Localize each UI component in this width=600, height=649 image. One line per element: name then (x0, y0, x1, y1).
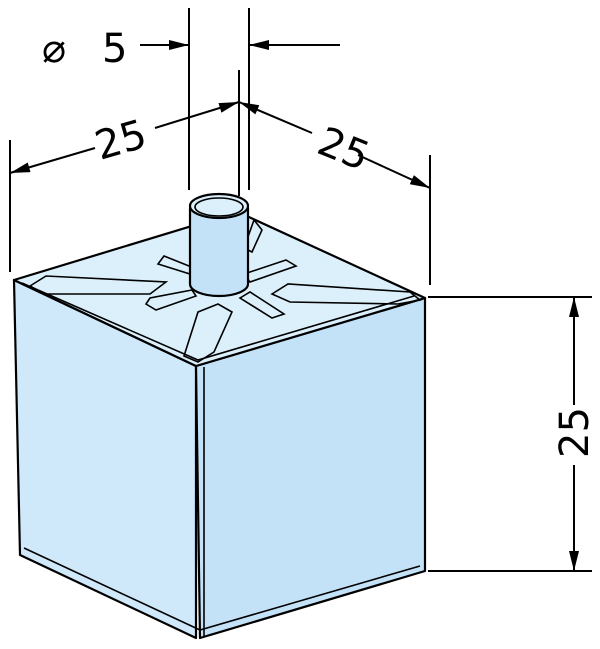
dim-diameter: ⌀ 5 (42, 8, 340, 190)
pin-top-chamfer (194, 197, 244, 217)
width-right-value: 25 (311, 119, 375, 181)
slot-right (270, 283, 422, 305)
diameter-value: 5 (102, 26, 127, 72)
width-left-value: 25 (90, 111, 152, 169)
dim-height: 25 (428, 296, 598, 572)
width-left-arrow-a (9, 147, 96, 174)
top-edge-chamfer (21, 282, 415, 361)
height-value: 25 (552, 407, 598, 458)
width-left-arrow-b (154, 101, 240, 129)
slot-front (183, 303, 234, 363)
slot-left (28, 275, 169, 295)
center-pin (188, 192, 250, 298)
slot-diag-4 (238, 291, 286, 319)
bottom-edge-chamfer (23, 547, 421, 631)
slot-back (243, 218, 263, 254)
slot-diag-3 (144, 289, 198, 311)
pin-body (188, 206, 250, 298)
diameter-symbol: ⌀ (42, 26, 66, 72)
width-right-arrow-b (357, 154, 431, 189)
width-right-arrow-a (238, 101, 313, 134)
